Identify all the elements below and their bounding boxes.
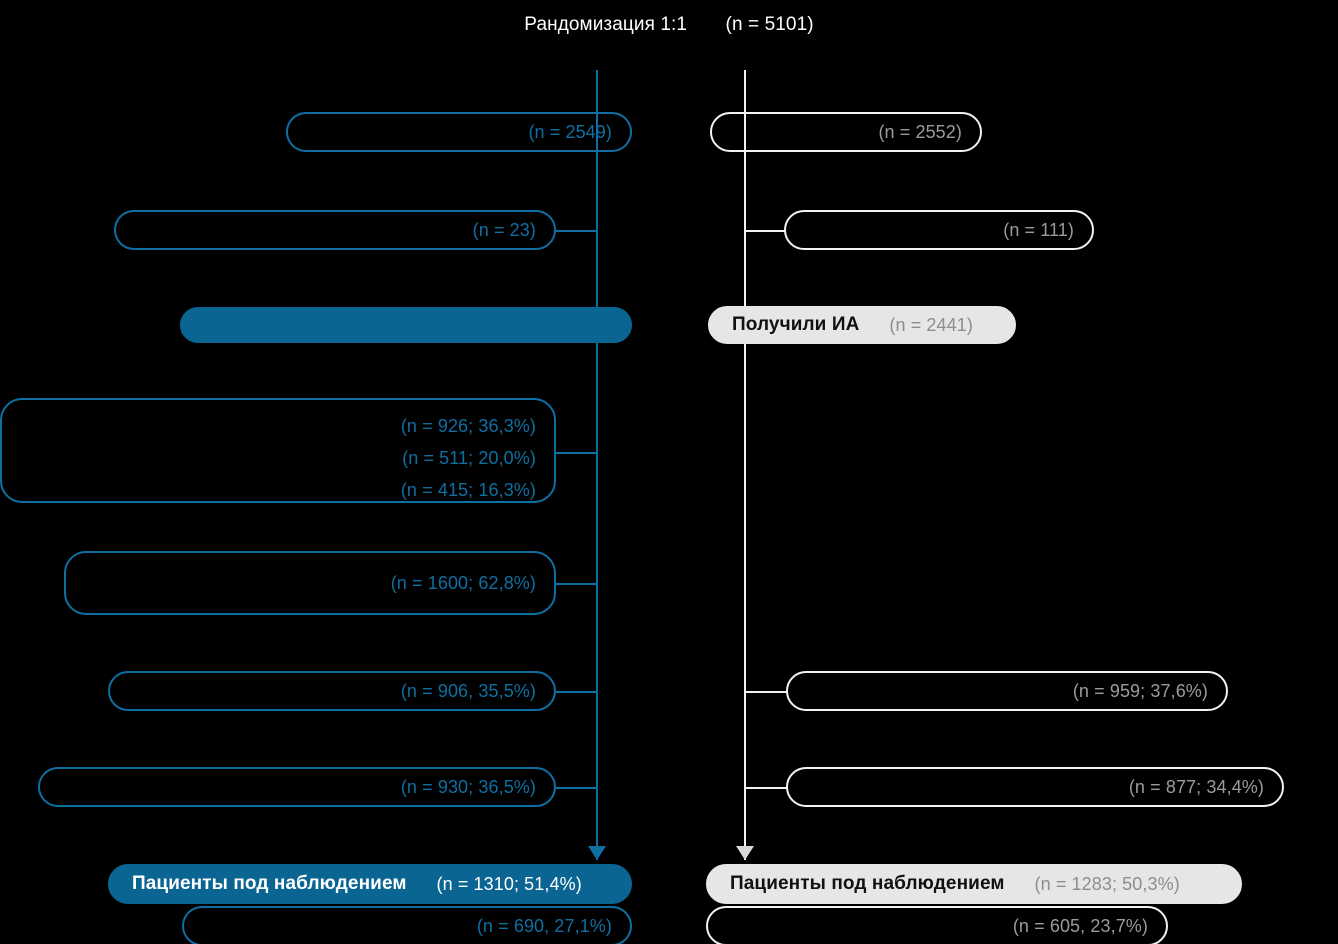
arm-left-box-followup-a[interactable]: (n = 906, 35,5%) xyxy=(108,671,556,711)
arm-left-connector-4 xyxy=(556,452,598,454)
arm-right-connector-5 xyxy=(744,787,788,789)
arm-left-box-excluded[interactable]: (n = 23) xyxy=(114,210,556,250)
arm-right-box-followup-b[interactable]: (n = 877; 34,4%) xyxy=(786,767,1284,807)
arm-right-arrowhead xyxy=(736,846,754,860)
box-count: (n = 959; 37,6%) xyxy=(1072,680,1208,701)
reason-row: (n = 415; 16,3%) xyxy=(2,474,536,506)
arm-left-arrowhead xyxy=(588,846,606,860)
arm-left-box-final[interactable]: (n = 690, 27,1%) xyxy=(182,906,632,944)
arm-right-box-under-observation[interactable]: Пациенты под наблюдением (n = 1283; 50,3… xyxy=(706,864,1242,904)
randomization-label: Рандомизация 1:1 xyxy=(524,14,688,35)
box-count: (n = 511; 20,0%) xyxy=(402,447,536,468)
box-count: (n = 415; 16,3%) xyxy=(400,479,536,500)
arm-right-connector-4 xyxy=(744,691,788,693)
box-label: Получили ИА xyxy=(732,314,860,335)
box-count: (n = 605, 23,7%) xyxy=(1012,915,1148,936)
arm-right-box-final[interactable]: (n = 605, 23,7%) xyxy=(706,906,1168,944)
arm-right-box-randomized[interactable]: (n = 2552) xyxy=(710,112,982,152)
box-count: (n = 930; 36,5%) xyxy=(400,776,536,797)
reason-row: (n = 926; 36,3%) xyxy=(2,410,536,442)
arm-left-box-received[interactable] xyxy=(180,307,632,343)
arm-right-connector-2 xyxy=(744,230,786,232)
randomization-count: (n = 5101) xyxy=(725,14,814,35)
arm-left-connector-6 xyxy=(556,691,598,693)
arm-left-box-under-observation[interactable]: Пациенты под наблюдением (n = 1310; 51,4… xyxy=(108,864,632,904)
arm-left-box-discontinued-total[interactable]: (n = 1600; 62,8%) xyxy=(64,551,556,615)
box-count: (n = 2441) xyxy=(889,314,973,335)
arm-left-box-discontinued-reasons[interactable]: (n = 926; 36,3%) (n = 511; 20,0%) (n = 4… xyxy=(0,398,556,503)
box-label: Пациенты под наблюдением xyxy=(730,873,1005,894)
arm-left-connector-5 xyxy=(556,583,598,585)
diagram-header: Рандомизация 1:1 (n = 5101) xyxy=(0,14,1338,36)
box-count: (n = 926; 36,3%) xyxy=(400,415,536,436)
arm-left-connector-2 xyxy=(556,230,598,232)
box-count: (n = 906, 35,5%) xyxy=(400,680,536,701)
box-count: (n = 1600; 62,8%) xyxy=(390,572,536,593)
box-label: Пациенты под наблюдением xyxy=(132,873,407,894)
arm-right-box-followup-a[interactable]: (n = 959; 37,6%) xyxy=(786,671,1228,711)
arm-left-connector-7 xyxy=(556,787,598,789)
arm-left-spine xyxy=(596,70,598,860)
box-count: (n = 2549) xyxy=(528,121,612,142)
arm-right-box-excluded[interactable]: (n = 111) xyxy=(784,210,1094,250)
arm-right-box-received[interactable]: Получили ИА (n = 2441) xyxy=(708,306,1016,344)
box-count: (n = 2552) xyxy=(878,121,962,142)
box-count: (n = 23) xyxy=(472,219,536,240)
box-count: (n = 877; 34,4%) xyxy=(1128,776,1264,797)
arm-left-box-randomized[interactable]: (n = 2549) xyxy=(286,112,632,152)
box-count: (n = 1283; 50,3%) xyxy=(1034,873,1180,894)
box-count: (n = 1310; 51,4%) xyxy=(436,873,582,894)
reason-row: (n = 511; 20,0%) xyxy=(2,442,536,474)
arm-left-box-followup-b[interactable]: (n = 930; 36,5%) xyxy=(38,767,556,807)
box-count: (n = 690, 27,1%) xyxy=(476,915,612,936)
arm-right-spine xyxy=(744,70,746,860)
box-count: (n = 111) xyxy=(1003,219,1074,240)
